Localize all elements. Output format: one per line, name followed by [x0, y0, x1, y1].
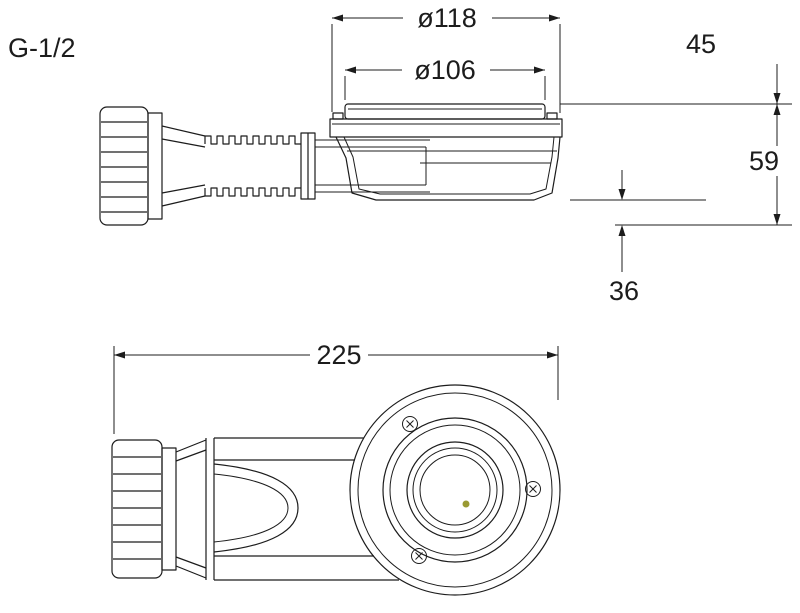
side-view: G-1/2 ø118 ø106 [8, 3, 792, 306]
side-drain-body [329, 103, 563, 201]
screw-icon [402, 416, 418, 432]
dim-height-side: 59 [749, 104, 781, 225]
thread-label: G-1/2 [8, 33, 76, 63]
dim-inner-diameter-label: ø106 [414, 55, 476, 85]
plan-coupling-nut [111, 439, 177, 579]
screw-icon [411, 548, 427, 564]
side-outlet-pipe [315, 139, 430, 193]
plan-inlet-horn [205, 437, 399, 581]
dim-height-top: 45 [686, 29, 781, 104]
dim-length-overall: 225 [113, 340, 559, 434]
dim-height-bottom-label: 36 [609, 276, 639, 306]
dim-outer-diameter: ø118 [331, 3, 561, 113]
dim-height-bottom: 36 [609, 170, 639, 306]
side-cone-adapter [161, 125, 206, 207]
dim-outer-diameter-label: ø118 [417, 3, 477, 33]
side-coupling-nut [99, 106, 163, 226]
center-mark [462, 500, 470, 508]
dim-length-overall-label: 225 [316, 340, 361, 370]
side-corrugated-pipe [204, 132, 316, 200]
extension-lines-right [560, 103, 792, 226]
plan-cone-adapter [175, 439, 207, 579]
screw-icon [525, 481, 541, 497]
dim-height-side-label: 59 [749, 146, 779, 176]
dim-inner-diameter: ø106 [344, 55, 546, 100]
plan-drain-body [349, 384, 561, 596]
plan-view: 225 [111, 340, 561, 596]
dim-height-top-label: 45 [686, 29, 716, 59]
plan-screws [402, 416, 541, 564]
